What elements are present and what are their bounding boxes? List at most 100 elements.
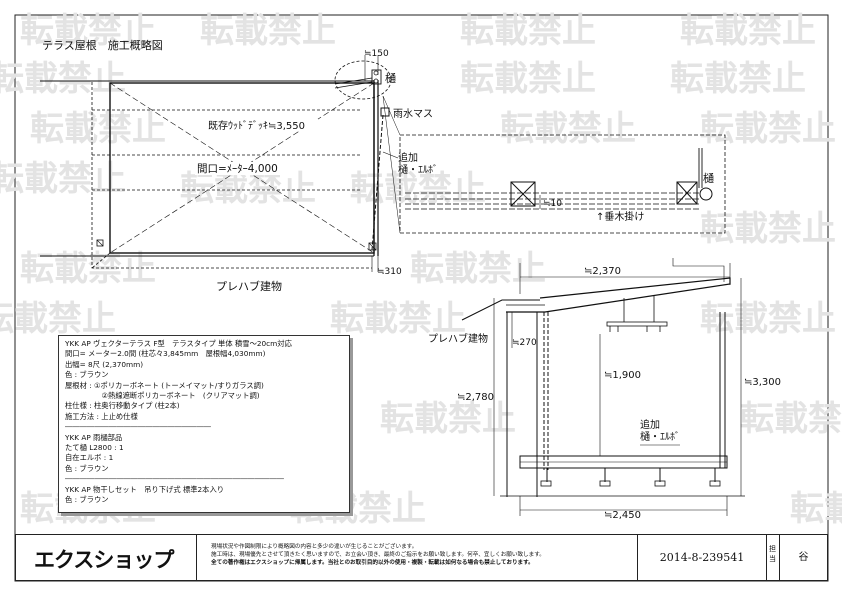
copyright-note: 全ての著作権はエクスショップに帰属します。当社とのお取引目的以外の使用・複製・転… [211, 560, 534, 566]
elev-dim-bottom: ≒2,450 [604, 510, 641, 521]
specification-box: YKK AP ヴェクターテラス F型 テラスタイプ 単体 積雪～20cm対応 間… [58, 335, 350, 513]
drawing-title: テラス屋根 施工概略図 [42, 38, 163, 52]
spec-line: YKK AP 物干しセット 吊り下げ式 標準2本入り [65, 484, 225, 494]
deck-foot [599, 480, 611, 487]
post-cross [510, 181, 536, 207]
watermark-text: 転載禁止 [0, 159, 126, 199]
side-elevation [461, 258, 745, 516]
detail-callout [334, 60, 392, 100]
watermark-text: 転載禁止 [670, 59, 806, 99]
elev-dim-2780: ≒2,780 [457, 392, 494, 403]
plan-label-add-1: 追加 [398, 151, 418, 164]
person-in-charge: 谷 [798, 552, 809, 563]
bracket [672, 258, 725, 282]
spec-line: たて樋 L2800 : 1 [65, 443, 124, 453]
post-cross [676, 181, 698, 205]
post-marker [96, 239, 104, 247]
gutter-box [371, 69, 382, 85]
post-marker [368, 242, 377, 251]
elev-dim-top: ≒2,370 [584, 266, 621, 277]
spec-line: 間口= メーター2.0間 (柱芯々3,845mm 屋根幅4,030mm) [65, 349, 266, 359]
document-number: 2014-8-239541 [638, 535, 767, 580]
watermark-text: 転載禁止 [180, 169, 316, 209]
footer-notes: 現場状況や作図制限により概略図の内容と多少の違いが生じることがございます。 施工… [196, 535, 638, 580]
spec-line: 出幅= 8尺 (2,370mm) [65, 359, 144, 369]
post-square [510, 181, 536, 207]
spec-line: 色 : ブラウン [65, 463, 109, 473]
deck-foot [654, 480, 666, 487]
spec-line: 柱仕様 : 柱奥行移動タイプ (柱2本) [65, 401, 180, 411]
elev-dim-1900: ≒1,900 [604, 370, 641, 381]
watermark-text: 転載禁止 [700, 299, 836, 339]
watermark-text: 転載禁止 [200, 11, 336, 51]
gutter-joint [373, 78, 379, 84]
label-bg [195, 162, 287, 175]
watermark-text: 転載禁止 [460, 11, 596, 51]
spec-line: 屋根材 : ①ポリカーボネート (トーメイマット/すりガラス調) [65, 380, 264, 390]
elev-label-add-2: 樋・ｴﾙﾎﾞ [640, 430, 680, 443]
watermark-text: 転載禁止 [700, 109, 836, 149]
watermark-text: 転載禁止 [0, 59, 126, 99]
watermark-text: 転載禁止 [410, 249, 546, 289]
connector-line [382, 95, 401, 234]
watermark-text: 転載禁止 [500, 109, 636, 149]
sheet-border [14, 14, 829, 582]
plan-label-deck: 既存ｳｯﾄﾞﾃﾞｯｷ≒3,550 [208, 119, 305, 132]
plan-view [40, 55, 399, 272]
label-bg [206, 119, 318, 131]
watermark-text: 転載禁止 [790, 489, 842, 529]
post-marker [368, 242, 377, 251]
gutter-outlet [699, 187, 713, 201]
spec-line: YKK AP ヴェクターテラス F型 テラスタイプ 単体 積雪～20cm対応 [65, 339, 292, 348]
deck-foot [540, 480, 552, 487]
downpipe-dashed [371, 114, 384, 251]
elev-dim-270: ≒270 [512, 338, 537, 348]
elev-dim-3300: ≒3,300 [744, 377, 781, 388]
spec-line: 施工方法 : 上止め仕様 [65, 411, 138, 421]
plan-label-width: 間口=ﾒｰﾀｰ4,000 [197, 163, 278, 175]
plan-label-building: プレハブ建物 [216, 279, 282, 293]
watermark-text: 転載禁止 [740, 399, 842, 439]
spec-line: 色 : ブラウン [65, 370, 109, 380]
spec-line: YKK AP 雨樋部品 [65, 432, 123, 442]
spec-divider: ―――――――――――――――――――― [65, 422, 211, 432]
dashed-line [91, 252, 111, 269]
watermark-text: 転載禁止 [20, 249, 156, 289]
footer-note: 施工時は、現場優先とさせて頂きたく思いますので、お立会い頂き、最終のご指示をお願… [211, 552, 545, 558]
watermark-layer: 転載禁止 転載禁止 転載禁止 転載禁止 転載禁止 転載禁止 転載禁止 転載禁止 … [0, 11, 842, 529]
spec-divider: ―――――――――――――――――――――――――――――― [65, 474, 284, 484]
connector-line [382, 95, 401, 136]
gutter-arm [334, 81, 373, 89]
spec-line: 自在エルボ : 1 [65, 453, 114, 463]
watermark-text: 転載禁止 [700, 209, 836, 249]
detail-box [399, 134, 726, 234]
roof-slope [506, 277, 731, 313]
dashed-outline [91, 82, 372, 269]
footer-note: 現場状況や作図制限により概略図の内容と多少の違いが生じることがございます。 [211, 544, 418, 550]
plan-dim-bottom: ≒310 [377, 267, 402, 277]
watermark-text: 転載禁止 [680, 11, 816, 51]
post-square [676, 181, 698, 205]
rain-box [380, 107, 390, 117]
elev-label-add-1: 追加 [640, 418, 660, 431]
watermark-text: 転載禁止 [330, 299, 466, 339]
watermark-text: 転載禁止 [380, 399, 516, 439]
detail-label-beam: ↑垂木掛け [596, 210, 644, 223]
post-marker [96, 239, 104, 247]
watermark-text: 転載禁止 [20, 11, 156, 51]
gutter-detail [382, 95, 726, 234]
plan-label-gutter: 樋 [385, 71, 396, 85]
gutter-arm [334, 77, 373, 85]
detail-dim: ≒10 [543, 199, 562, 209]
detail-label-gutter: 樋 [703, 171, 714, 185]
building-roofline [461, 299, 540, 321]
spec-line: 色 : ブラウン [65, 495, 109, 505]
company-logo: エクスショップ [34, 548, 174, 572]
plan-label-add-2: 樋・ｴﾙﾎﾞ [398, 163, 438, 176]
watermark-text: 転載禁止 [460, 59, 596, 99]
rack-bar [606, 321, 668, 327]
spec-line: ②熱線遮断ポリカーボネート (クリアマット調) [65, 391, 260, 401]
title-block: エクスショップ 現場状況や作図制限により概略図の内容と多少の違いが生じることがご… [15, 534, 828, 581]
watermark-text: 転載禁止 [0, 299, 116, 339]
